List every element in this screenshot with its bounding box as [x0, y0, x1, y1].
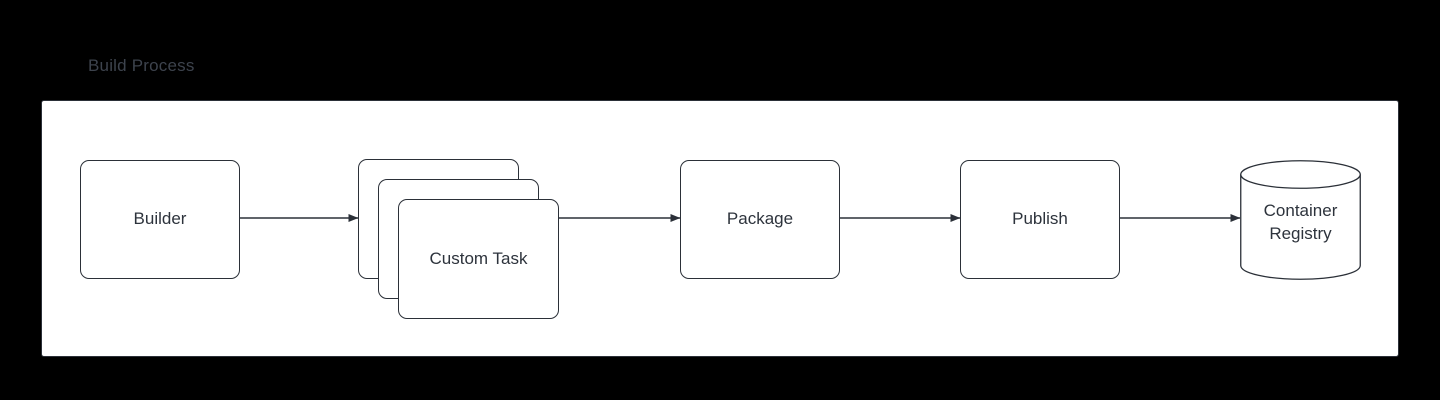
node-container-registry[interactable]: Container Registry	[1240, 160, 1361, 280]
group-title: Build Process	[88, 56, 195, 75]
cylinder-shape	[1240, 160, 1361, 280]
node-custom-task-card-front[interactable]: Custom Task	[398, 199, 559, 319]
node-package[interactable]: Package	[680, 160, 840, 279]
node-custom-task-label: Custom Task	[429, 249, 528, 268]
node-builder[interactable]: Builder	[80, 160, 240, 279]
node-publish-label: Publish	[1012, 209, 1068, 229]
node-builder-label: Builder	[133, 209, 187, 229]
node-package-label: Package	[726, 209, 794, 229]
node-publish[interactable]: Publish	[960, 160, 1120, 279]
